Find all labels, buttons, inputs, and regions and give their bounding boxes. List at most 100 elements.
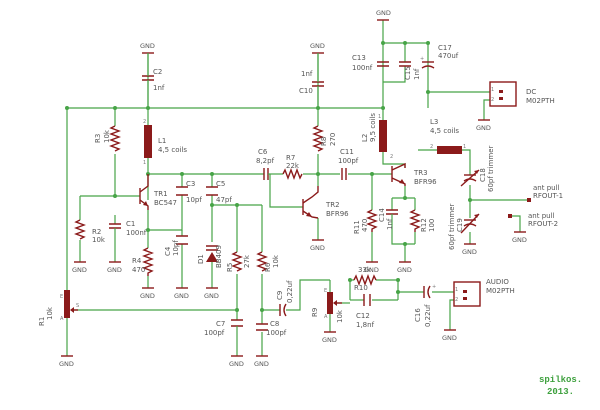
svg-text:R10: R10 xyxy=(354,284,368,292)
svg-text:60pf trimmer: 60pf trimmer xyxy=(487,145,495,192)
svg-text:33k: 33k xyxy=(358,266,372,274)
gnd-c10: GND xyxy=(310,42,325,54)
svg-text:2013.: 2013. xyxy=(547,387,574,397)
svg-text:C19: C19 xyxy=(456,218,464,232)
svg-text:C4: C4 xyxy=(164,246,172,256)
resistor-r5: R5 27k xyxy=(226,251,251,272)
capacitor-c1: C1 100nf xyxy=(109,220,147,237)
capacitor-c13: C13 100nf xyxy=(352,54,389,72)
svg-text:E: E xyxy=(324,288,327,294)
svg-text:0,22uf: 0,22uf xyxy=(286,280,294,303)
capacitor-c6: C6 8,2pf xyxy=(256,148,275,180)
svg-text:R1: R1 xyxy=(38,317,46,326)
svg-text:C6: C6 xyxy=(258,148,268,156)
svg-text:0,22uf: 0,22uf xyxy=(424,304,432,327)
dc-connector: 1 2 DC M02PTH xyxy=(489,81,555,107)
svg-text:GND: GND xyxy=(140,292,155,300)
svg-text:470uf: 470uf xyxy=(438,52,459,60)
svg-text:BFR96: BFR96 xyxy=(326,210,349,218)
gnd-rfout: GND xyxy=(512,231,527,244)
svg-text:A: A xyxy=(60,316,64,322)
svg-text:C15: C15 xyxy=(404,66,412,80)
rfout-1-pad: ant pull RFOUT-1 xyxy=(527,184,563,202)
svg-text:R4: R4 xyxy=(132,257,142,265)
svg-text:C12: C12 xyxy=(356,312,370,320)
svg-text:GND: GND xyxy=(364,266,379,274)
capacitor-c5: C5 47pf xyxy=(206,180,232,204)
svg-text:1: 1 xyxy=(378,114,381,120)
svg-text:GND: GND xyxy=(376,9,391,17)
svg-text:BC547: BC547 xyxy=(154,199,177,207)
gnd-r2: GND xyxy=(72,261,87,274)
svg-text:1: 1 xyxy=(491,87,494,93)
capacitor-c3: C3 10pf xyxy=(176,180,202,204)
svg-text:2: 2 xyxy=(390,154,393,160)
svg-text:10k: 10k xyxy=(92,236,106,244)
resistor-r6: R6 10k xyxy=(256,251,280,272)
svg-text:+: + xyxy=(420,56,424,62)
gnd-r12: GND xyxy=(397,261,412,274)
svg-text:C18: C18 xyxy=(479,168,487,182)
gnd-r1: GND xyxy=(59,355,74,368)
capacitor-c10: 1nf C10 xyxy=(299,53,324,108)
svg-text:1nf: 1nf xyxy=(153,84,165,92)
transistor-tr2: TR2 BFR96 xyxy=(302,186,349,219)
resistor-r4: R4 470 xyxy=(132,247,154,276)
svg-text:2: 2 xyxy=(430,144,433,150)
capacitor-c4: C4 10pf xyxy=(164,235,188,256)
capacitor-c14: C14 1nf xyxy=(378,208,398,230)
audio-connector: 1 2 AUDIO M02PTH xyxy=(453,278,515,307)
gnd-audio: GND xyxy=(442,329,457,342)
resistor-r10: 33k R10 xyxy=(353,266,377,292)
svg-text:2: 2 xyxy=(455,297,458,303)
svg-text:C3: C3 xyxy=(186,180,195,188)
svg-text:GND: GND xyxy=(462,248,477,256)
transistor-tr1: TR1 BC547 xyxy=(139,174,177,210)
gnd-vcc-top: GND xyxy=(376,9,391,21)
svg-text:4,5 coils: 4,5 coils xyxy=(430,127,459,135)
svg-text:GND: GND xyxy=(254,360,269,368)
svg-text:S: S xyxy=(76,303,79,309)
svg-text:1: 1 xyxy=(143,160,146,166)
svg-text:1: 1 xyxy=(463,144,466,150)
gnd-c2: GND xyxy=(140,42,155,54)
potentiometer-r9: E A R9 10k xyxy=(311,288,344,323)
trimmer-capacitor-c18: C18 60pf trimmer xyxy=(460,145,495,192)
capacitor-c12: C12 1,8nf xyxy=(356,294,375,329)
capacitor-c9: C9 0,22uf xyxy=(276,280,294,317)
svg-text:C10: C10 xyxy=(299,87,313,95)
svg-text:100: 100 xyxy=(428,219,436,232)
svg-text:L2: L2 xyxy=(361,134,369,142)
gnd-c4: GND xyxy=(174,287,189,300)
svg-text:C7: C7 xyxy=(216,320,225,328)
inductor-l3: 2 1 L3 4,5 coils xyxy=(430,118,466,154)
svg-text:R5: R5 xyxy=(226,263,234,272)
svg-text:E: E xyxy=(60,294,63,300)
svg-text:C14: C14 xyxy=(378,208,386,222)
svg-text:100pf: 100pf xyxy=(338,157,359,165)
svg-text:BB409: BB409 xyxy=(215,245,223,268)
ground-symbols: GND GND GND GND GND GND GND GND GND GND … xyxy=(59,9,527,368)
svg-text:GND: GND xyxy=(59,360,74,368)
diode-d1: D1 BB409 xyxy=(197,245,223,268)
svg-text:1: 1 xyxy=(455,287,458,293)
svg-text:1,8nf: 1,8nf xyxy=(356,321,375,329)
gnd-dc: GND xyxy=(476,119,491,132)
svg-text:TR3: TR3 xyxy=(413,169,428,177)
svg-text:10k: 10k xyxy=(103,129,111,143)
svg-text:R11: R11 xyxy=(353,220,361,234)
capacitor-c15: C15 1nf xyxy=(383,43,421,83)
svg-text:2: 2 xyxy=(491,97,494,103)
trimmer-capacitor-c19: C19 60pf trimmer xyxy=(448,203,480,250)
svg-text:GND: GND xyxy=(140,42,155,50)
svg-text:100nf: 100nf xyxy=(126,229,147,237)
svg-text:DC: DC xyxy=(526,88,536,96)
svg-text:GND: GND xyxy=(204,292,219,300)
svg-text:10k: 10k xyxy=(46,306,54,320)
gnd-r11: GND xyxy=(364,261,379,274)
svg-text:spilkos.: spilkos. xyxy=(539,375,582,385)
svg-text:1nf: 1nf xyxy=(301,70,313,78)
svg-text:100pf: 100pf xyxy=(266,329,287,337)
resistor-r7: R7 22k xyxy=(282,154,303,180)
capacitor-c7: C7 100pf xyxy=(204,319,243,337)
